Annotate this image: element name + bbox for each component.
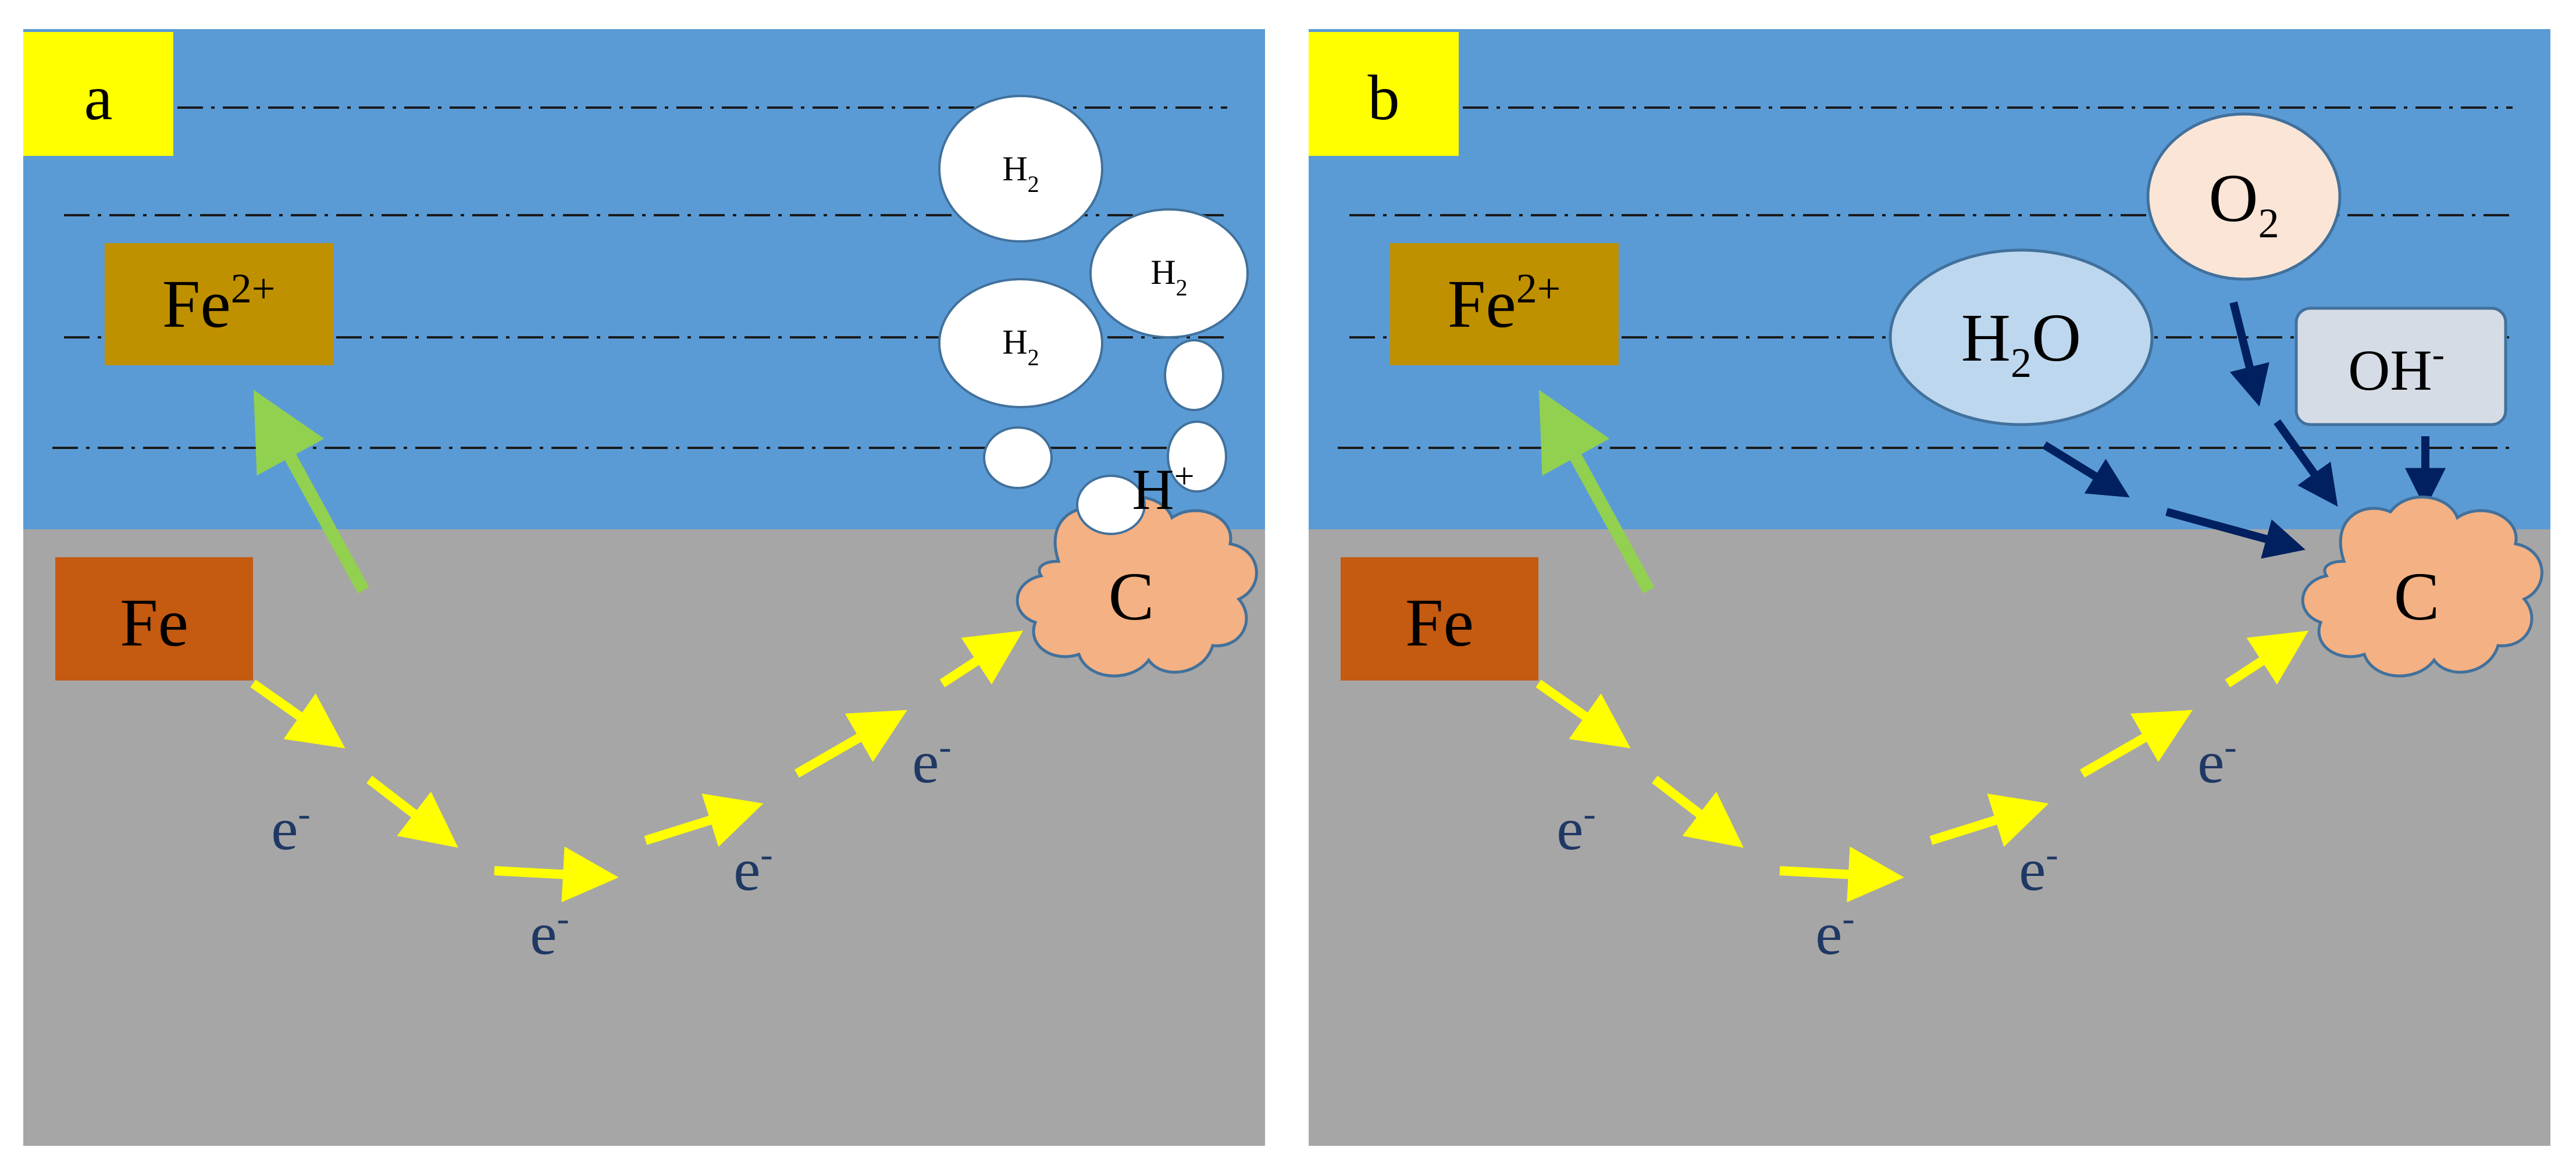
h2-bubble-label: H2 bbox=[1002, 149, 1039, 197]
electron-label: e- bbox=[271, 793, 310, 863]
h-plus-label: H+ bbox=[1132, 457, 1194, 522]
h2-bubbles bbox=[938, 95, 1249, 493]
electron-label: e- bbox=[2019, 833, 2058, 903]
h2o-molecule bbox=[1889, 248, 2154, 426]
h2o-arrow bbox=[2042, 441, 2130, 498]
fe2-ion-box bbox=[105, 243, 333, 365]
carbon-label: C bbox=[2394, 558, 2440, 635]
fe-dissolution-arrow bbox=[253, 390, 369, 594]
electron-label: e- bbox=[2197, 726, 2236, 796]
small-bubble bbox=[1164, 339, 1224, 411]
h2o-label: H2O bbox=[1961, 300, 2081, 386]
small-bubble bbox=[1167, 421, 1227, 493]
carbon-particle bbox=[2301, 496, 2543, 678]
electron-label: e- bbox=[530, 897, 569, 967]
electron-label: e- bbox=[912, 726, 951, 796]
h2-bubble bbox=[938, 95, 1103, 243]
fe-label: Fe bbox=[1405, 585, 1474, 661]
electron-arrows bbox=[250, 630, 1024, 903]
o2-molecule bbox=[2146, 112, 2342, 281]
carbon-particle bbox=[1016, 496, 1258, 678]
oh-ion-label: OH- bbox=[2348, 333, 2445, 402]
panel-label: a bbox=[84, 62, 113, 133]
reactant-arrows bbox=[2042, 301, 2446, 559]
fe2-ion-box bbox=[1390, 243, 1619, 365]
fe-label: Fe bbox=[120, 585, 188, 661]
electron-label: e- bbox=[1815, 897, 1854, 967]
fe-dissolution-arrow bbox=[1538, 390, 1655, 594]
electron-labels: e- e- e- e- bbox=[271, 726, 951, 967]
o2-label: O2 bbox=[2208, 160, 2279, 247]
electron-label: e- bbox=[1556, 793, 1595, 863]
h2-bubble-label: H2 bbox=[1002, 323, 1039, 371]
small-bubble bbox=[983, 426, 1053, 489]
panel-label-box bbox=[23, 32, 173, 156]
h2-bubble bbox=[938, 278, 1103, 408]
panel-a: a Fe2+ Fe e- e- e- e- H2 bbox=[23, 29, 1265, 1146]
h2o-arrow bbox=[2165, 508, 2306, 559]
electron-labels: e- e- e- e- bbox=[1556, 726, 2236, 967]
fe-box bbox=[55, 557, 253, 681]
h2-bubble bbox=[1089, 208, 1249, 339]
panel-label: b bbox=[1368, 62, 1400, 133]
panel-b: b Fe2+ Fe e- e- e- e- O2 H2O OH- bbox=[1309, 29, 2550, 1146]
fe2-ion-label: Fe2+ bbox=[1448, 265, 1561, 342]
o2-arrow bbox=[2274, 419, 2338, 507]
h-plus-bubble bbox=[1076, 475, 1146, 535]
fe2-ion-label: Fe2+ bbox=[162, 265, 276, 342]
o2-arrow bbox=[2229, 301, 2269, 407]
electron-arrows bbox=[1535, 630, 2309, 903]
electron-label: e- bbox=[733, 833, 772, 903]
oh-ion-box bbox=[2294, 307, 2507, 426]
carbon-label: C bbox=[1109, 558, 1155, 635]
h2-bubble-label: H2 bbox=[1150, 253, 1187, 301]
panel-label-box bbox=[1309, 32, 1459, 156]
fe-box bbox=[1341, 557, 1538, 681]
